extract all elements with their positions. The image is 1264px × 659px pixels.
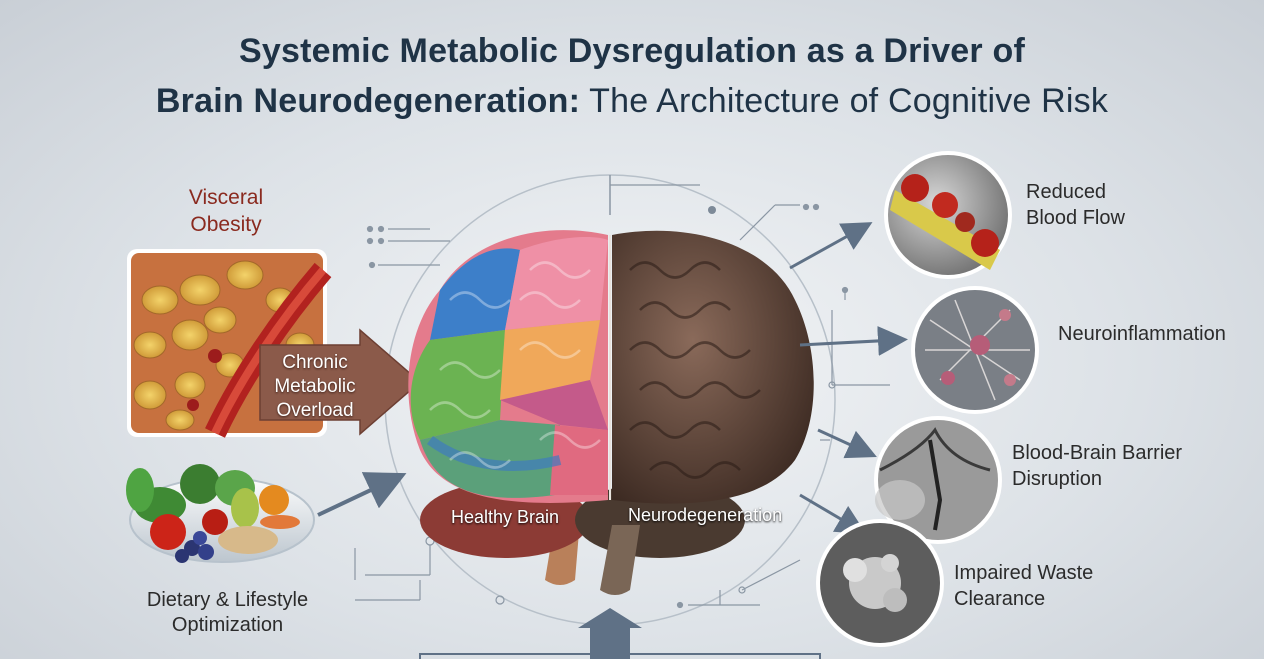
food-bowl-image (126, 464, 315, 563)
circle-neuroinflammation (911, 286, 1039, 414)
brain-illustration (408, 230, 814, 595)
circle-blood-flow (884, 151, 1012, 279)
arrow-to-neuroinflammation (799, 325, 908, 356)
title-line-1: Systemic Metabolic Dysregulation as a Dr… (238, 32, 1025, 70)
circle-bbb-disruption (874, 416, 1002, 544)
decor-dots-left (354, 225, 505, 605)
dietary-lifestyle-label: Dietary & Lifestyle Optimization (146, 589, 309, 636)
arrow-to-waste (799, 493, 867, 535)
title-line-2: Brain Neurodegeneration: The Architectur… (0, 82, 1264, 121)
outcome-label-neuroinflammation: Neuroinflammation (1058, 323, 1226, 345)
chronic-overload-label: Chronic Metabolic Overload (274, 352, 356, 421)
arrow-to-blood-flow (789, 222, 873, 270)
visceral-obesity-label: Visceral Obesity (188, 186, 264, 237)
outcome-label-waste: Impaired Waste Clearance (954, 562, 1094, 610)
overload-arrow (259, 328, 422, 436)
bottom-arrow (578, 608, 642, 659)
title-line-2-bold: Brain Neurodegeneration: (155, 82, 581, 120)
outcome-label-bbb: Blood-Brain Barrier Disruption (1012, 442, 1183, 490)
healthy-brain-label: Healthy Brain (451, 507, 560, 527)
decor-dots-right (676, 203, 890, 609)
title-line-2-rest: The Architecture of Cognitive Risk (580, 82, 1109, 120)
arrow-to-bbb (817, 428, 877, 459)
neurodegeneration-label: Neurodegeneration (628, 505, 783, 525)
diet-arrow (317, 472, 407, 517)
outcome-label-blood-flow: Reduced Blood Flow (1026, 181, 1125, 229)
circle-waste-clearance (816, 519, 944, 647)
